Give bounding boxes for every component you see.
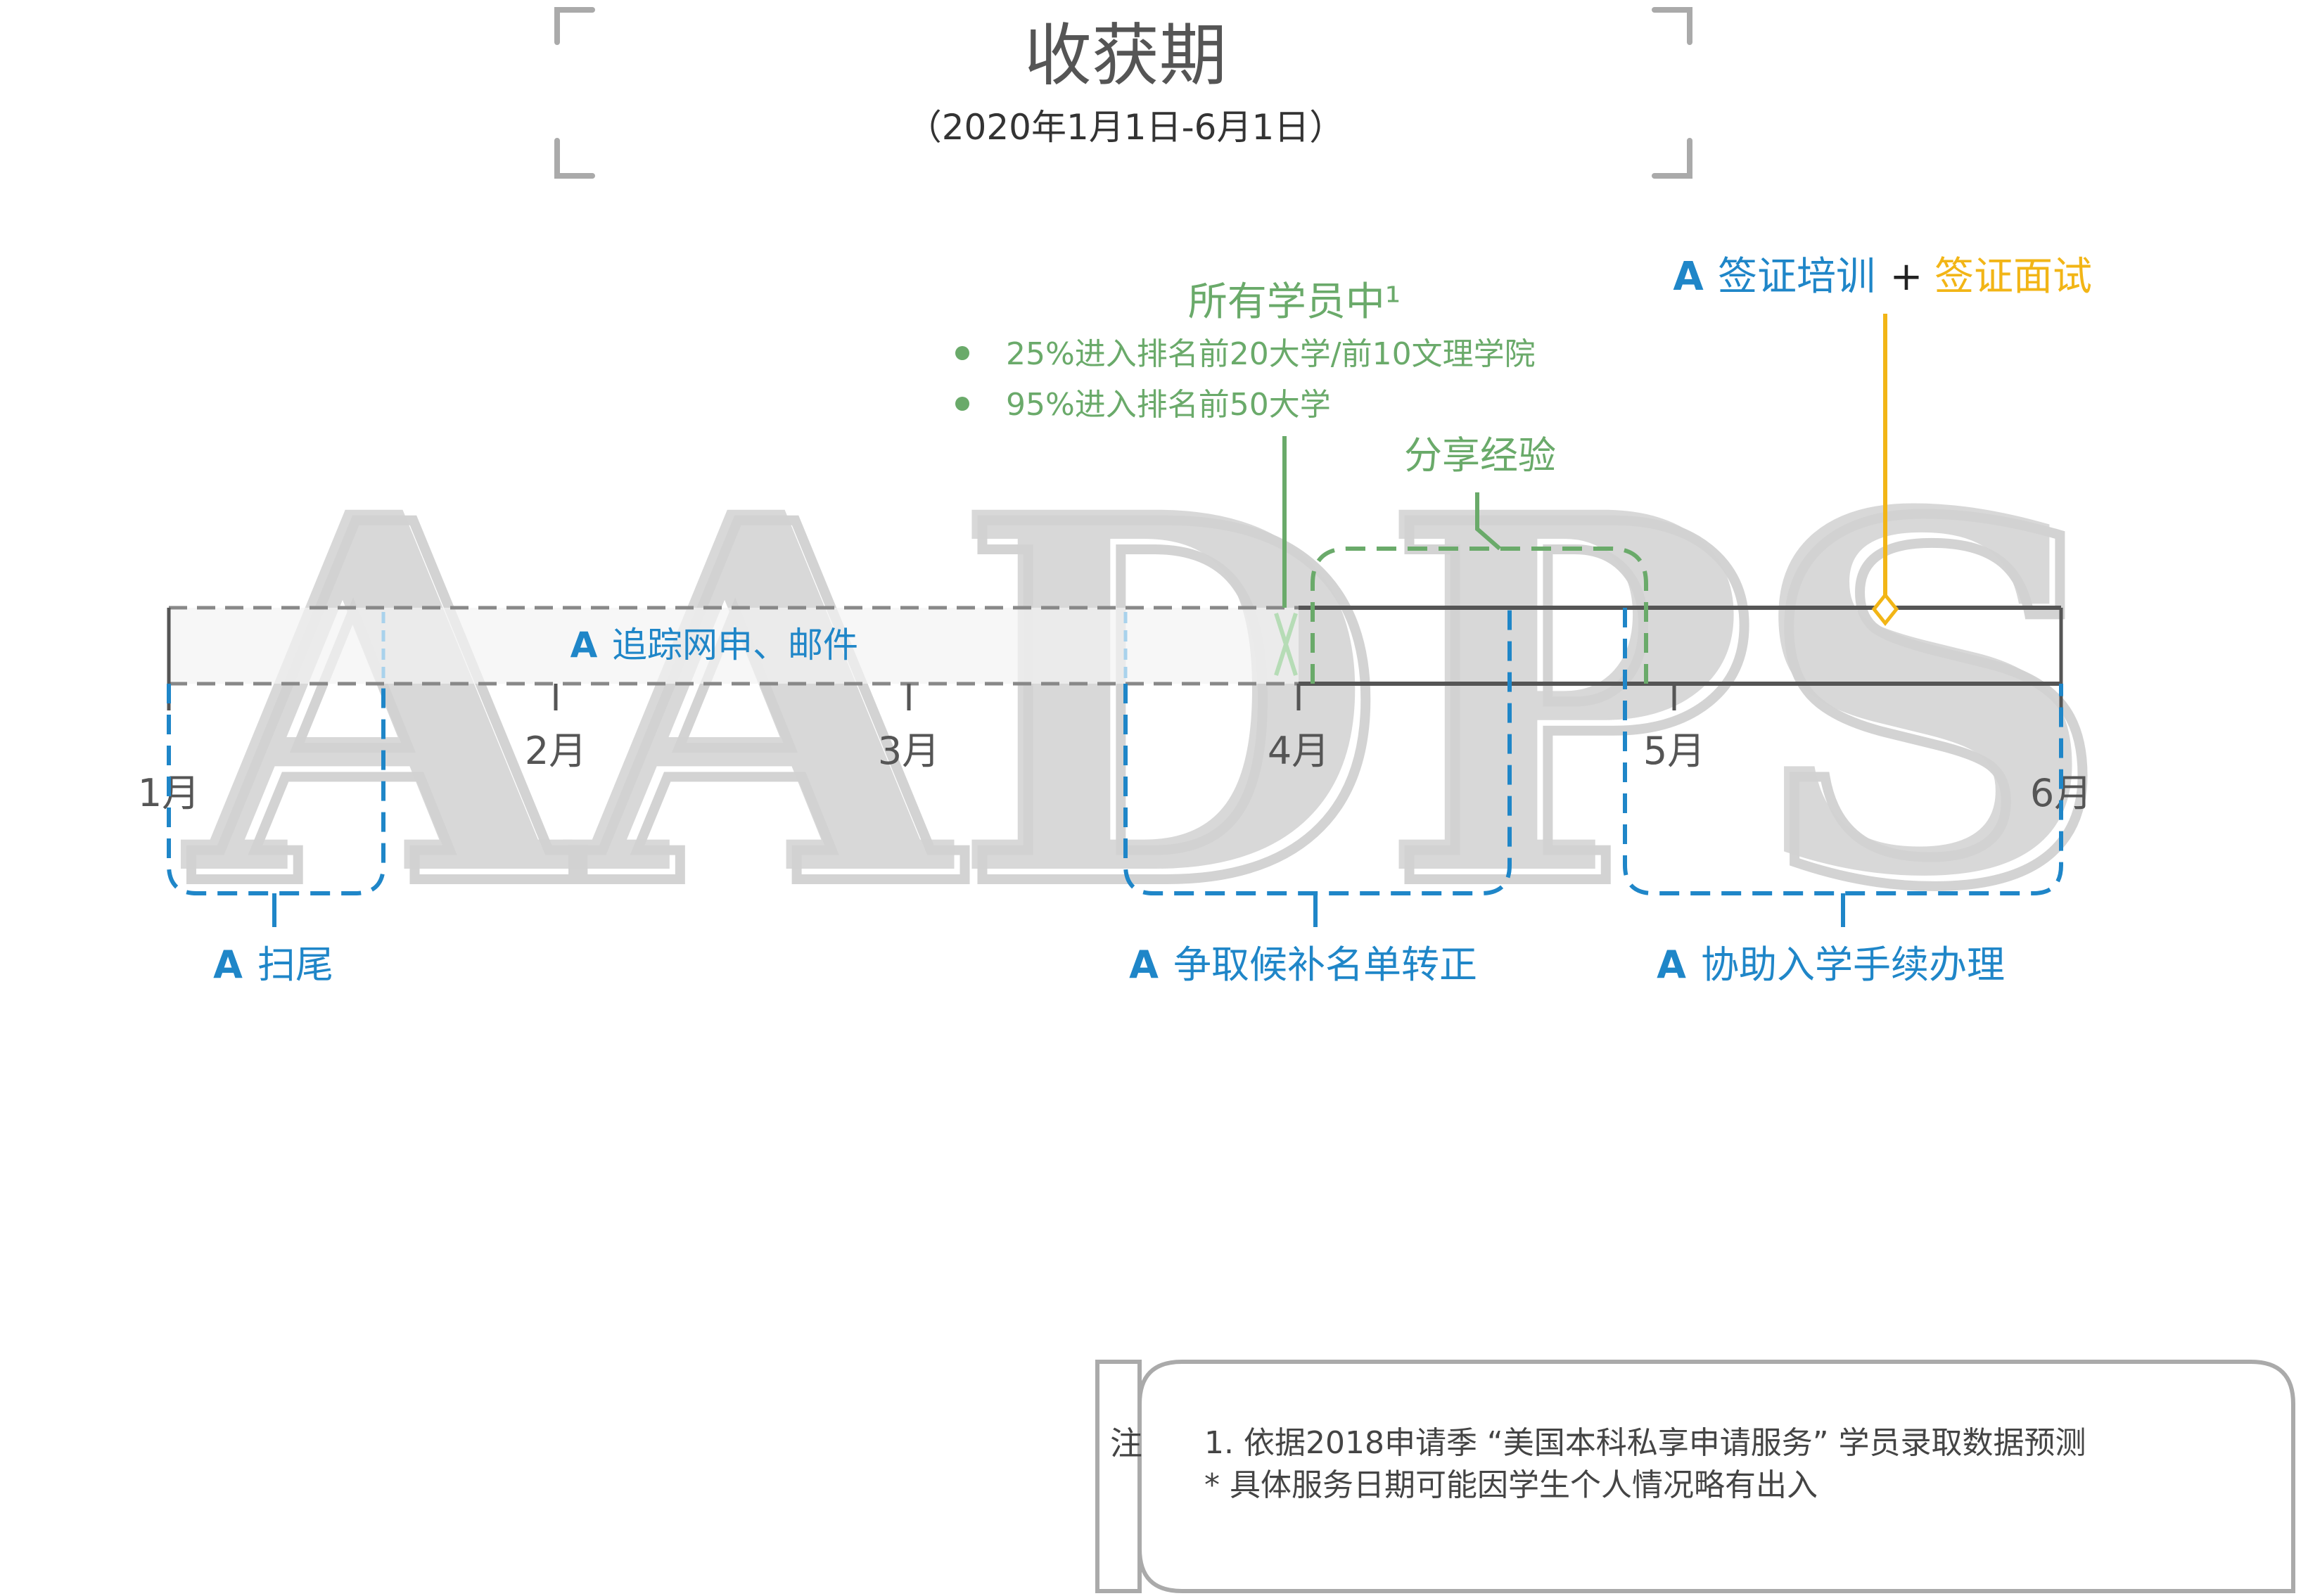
bullet-dot <box>955 397 969 411</box>
page-title: 收获期 <box>1024 16 1227 95</box>
bullet-dot <box>955 346 969 360</box>
visa-callout: A 签证培训 + 签证面试 <box>1673 254 2092 627</box>
visa-plus: + <box>1890 254 1923 300</box>
item-label-waitlist: 争取候补名单转正 <box>1173 943 1477 987</box>
service-mark-icon: A <box>1673 254 1704 300</box>
stats-heading: 所有学员中¹ <box>1188 279 1401 325</box>
watermark-text: AADPS <box>177 407 2101 985</box>
title-frame <box>554 7 1692 179</box>
service-mark-icon: A <box>1129 943 1159 987</box>
share-experience: 分享经验 <box>1311 433 1648 684</box>
service-mark-icon: A <box>1657 943 1686 987</box>
visa-interview-label: 签证面试 <box>1934 254 2092 300</box>
note-line: 1. 依据2018申请季 “美国本科私享申请服务” 学员录取数据预测 <box>1204 1425 2086 1461</box>
month-label-mar: 3月 <box>878 729 940 773</box>
tracking-label: 追踪网申、邮件 <box>612 625 858 665</box>
note-line: * 具体服务日期可能因学生个人情况略有出入 <box>1204 1467 1818 1503</box>
note-box: 注 1. 依据2018申请季 “美国本科私享申请服务” 学员录取数据预测 * 具… <box>1095 1360 2295 1593</box>
visa-training-label: 签证培训 <box>1718 254 1875 300</box>
service-mark-icon: A <box>570 625 598 665</box>
tracking-band-fill <box>169 608 1299 684</box>
share-bracket <box>1311 547 1648 684</box>
stats-item: 95%进入排名前50大学 <box>1006 387 1331 423</box>
watermark-outline: AADPS <box>187 418 2112 996</box>
month-label-apr: 4月 <box>1268 729 1330 773</box>
month-label-feb: 2月 <box>525 729 587 773</box>
bracket-stems <box>272 893 1845 927</box>
bottom-item-labels: A 扫尾 A 争取候补名单转正 A 协助入学手续办理 <box>213 943 2005 987</box>
note-tag: 注 <box>1110 1424 1142 1462</box>
note-tab <box>1095 1360 1142 1593</box>
frame-corner-br <box>1652 138 1692 179</box>
item-label-wrap-up: 扫尾 <box>257 943 333 987</box>
watermark: AADPS AADPS <box>177 407 2117 1001</box>
stats-callout: 所有学员中¹ 25%进入排名前20大学/前10文理学院 95%进入排名前50大学 <box>955 279 1536 423</box>
bracket-wrap-up <box>167 684 385 895</box>
milestone-diamond-icon <box>1871 592 1899 627</box>
share-label: 分享经验 <box>1404 433 1556 478</box>
share-stem <box>1475 492 1501 551</box>
note-panel <box>1137 1360 2295 1593</box>
stats-cross-mark <box>1274 613 1298 676</box>
frame-corner-bl <box>554 138 595 179</box>
tracking-item: A 追踪网申、邮件 <box>570 625 858 665</box>
bracket-enrollment <box>1623 608 2063 895</box>
stats-item: 25%进入排名前20大学/前10文理学院 <box>1006 336 1536 372</box>
frame-corner-tr <box>1652 7 1692 45</box>
item-label-enrollment: 协助入学手续办理 <box>1701 943 2005 987</box>
frame-corner-tl <box>554 7 595 45</box>
timeline-band <box>167 606 2063 710</box>
service-mark-icon: A <box>213 943 243 987</box>
page-subtitle: （2020年1月1日-6月1日） <box>907 107 1345 148</box>
month-label-may: 5月 <box>1643 729 1705 773</box>
